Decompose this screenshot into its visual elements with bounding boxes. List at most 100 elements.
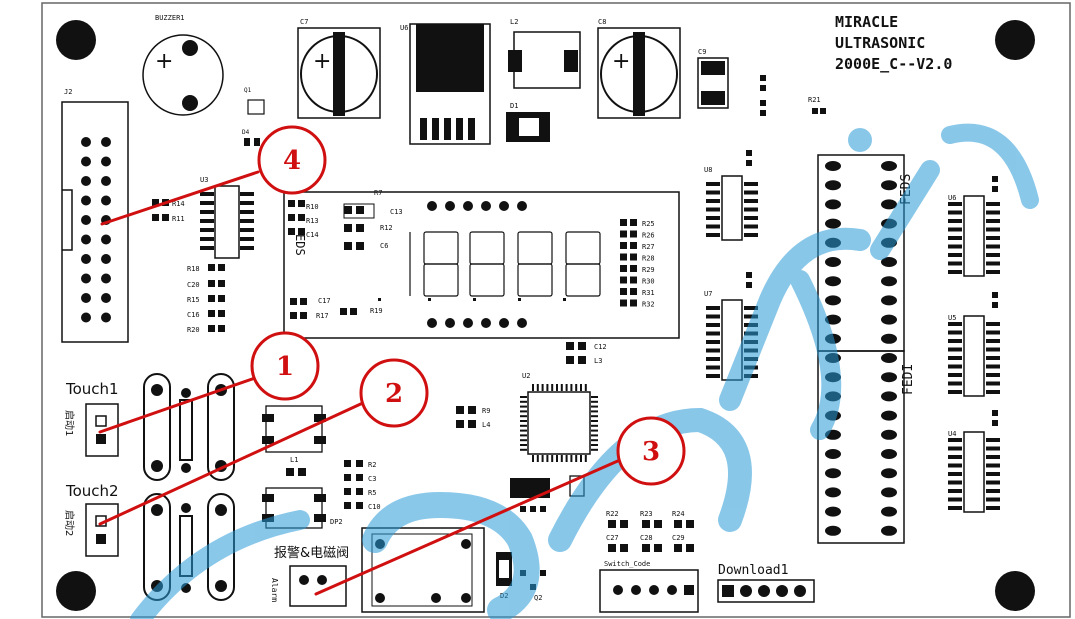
label-l1: L1 — [290, 456, 298, 464]
label-c20: C20 — [187, 281, 200, 289]
label-c6: C6 — [380, 242, 388, 250]
label-dp2: DP2 — [330, 518, 343, 526]
label-r14: R14 — [172, 200, 185, 208]
label-r19: R19 — [370, 307, 383, 315]
label-l3: L3 — [594, 357, 602, 365]
label-r13: R13 — [306, 217, 319, 225]
label-q2: Q2 — [534, 594, 542, 602]
label-touch1: Touch1 — [65, 380, 119, 398]
connector-alarm[interactable] — [289, 565, 347, 607]
label-c29: C29 — [672, 534, 685, 542]
label-alarm: Alarm — [270, 578, 279, 602]
mounting-hole — [995, 571, 1035, 611]
svg-text:+: + — [612, 49, 630, 74]
ic-u6-right — [963, 195, 985, 277]
label-c28: C28 — [640, 534, 653, 542]
connector-touch2[interactable] — [85, 503, 119, 557]
label-d4: D4 — [242, 129, 250, 136]
label-u2: U2 — [522, 372, 530, 380]
label-c10: C10 — [368, 503, 381, 511]
connector-switch-code[interactable] — [599, 569, 699, 613]
label-r23: R23 — [640, 510, 653, 518]
relay — [361, 527, 485, 613]
label-touch2-cn: 启动2 — [63, 510, 76, 536]
callout-line-3 — [314, 458, 622, 596]
label-r2: R2 — [368, 461, 376, 469]
label-u6: U6 — [400, 24, 408, 32]
label-u3: U3 — [200, 176, 208, 184]
ic-u3 — [214, 185, 240, 259]
capacitor-c9 — [697, 57, 729, 109]
callout-circle-4 — [257, 125, 327, 195]
label-l4: L4 — [482, 421, 490, 429]
callout-number-4: 4 — [283, 146, 301, 176]
header-j2 — [61, 101, 129, 343]
label-switch-code: Switch_Code — [604, 560, 650, 568]
label-r29: R29 — [642, 266, 655, 274]
connector-download[interactable] — [717, 579, 815, 603]
label-r7: R7 — [374, 189, 382, 197]
label-r21: R21 — [808, 96, 821, 104]
label-c14: C14 — [306, 231, 319, 239]
watermark — [130, 123, 1039, 619]
label-c13: C13 — [390, 208, 403, 216]
label-alarm-valve: 报警&电磁阀 — [274, 545, 349, 561]
label-l2: L2 — [510, 18, 518, 26]
label-r20: R20 — [187, 326, 200, 334]
label-r31: R31 — [642, 289, 655, 297]
buzzer — [142, 34, 224, 116]
label-download: Download1 — [718, 563, 788, 578]
label-touch2: Touch2 — [65, 482, 119, 500]
label-c16: C16 — [187, 311, 200, 319]
label-u6-right: U6 — [948, 194, 956, 202]
label-r5: R5 — [368, 489, 376, 497]
mounting-hole — [56, 571, 96, 611]
callout-line-1 — [98, 376, 257, 434]
capacitor-c7 — [297, 27, 381, 119]
label-c17: C17 — [318, 297, 331, 305]
svg-text:+: + — [155, 49, 173, 74]
label-u4: U4 — [948, 430, 956, 438]
label-c27: C27 — [606, 534, 619, 542]
mcu-u2 — [527, 391, 591, 455]
label-buzzer: BUZZER1 — [155, 14, 185, 22]
label-c12: C12 — [594, 343, 607, 351]
callout-circle-2 — [359, 358, 429, 428]
board-title-line3: 2000E_C--V2.0 — [835, 55, 952, 73]
ic-u4 — [963, 431, 985, 513]
label-j2: J2 — [64, 88, 72, 96]
label-r15: R15 — [187, 296, 200, 304]
label-u8: U8 — [704, 166, 712, 174]
label-r9: R9 — [482, 407, 490, 415]
label-c8: C8 — [598, 18, 606, 26]
ic-u5 — [963, 315, 985, 397]
label-r26: R26 — [642, 232, 655, 240]
label-r32: R32 — [642, 301, 655, 309]
label-r30: R30 — [642, 278, 655, 286]
label-r18: R18 — [187, 265, 200, 273]
label-u5: U5 — [948, 314, 956, 322]
label-c9: C9 — [698, 48, 706, 56]
callout-number-3: 3 — [642, 437, 660, 467]
label-c3: C3 — [368, 475, 376, 483]
seven-segment-display — [283, 191, 680, 339]
mounting-hole — [995, 20, 1035, 60]
callout-number-1: 1 — [276, 352, 294, 382]
label-r12: R12 — [380, 224, 393, 232]
ic-u8 — [721, 175, 743, 241]
label-q1: Q1 — [244, 87, 252, 94]
connector-touch1[interactable] — [85, 403, 119, 457]
label-r25: R25 — [642, 220, 655, 228]
label-u7: U7 — [704, 290, 712, 298]
label-fedi: FEDI — [901, 364, 916, 395]
board-title-line1: MIRACLE — [835, 13, 898, 31]
label-r22: R22 — [606, 510, 619, 518]
svg-text:EDS: EDS — [293, 234, 307, 256]
label-d1: D1 — [510, 102, 518, 110]
callout-circle-1 — [250, 331, 320, 401]
svg-text:+: + — [313, 49, 331, 74]
label-r10: R10 — [306, 203, 319, 211]
label-c7: C7 — [300, 18, 308, 26]
label-r11: R11 — [172, 215, 185, 223]
